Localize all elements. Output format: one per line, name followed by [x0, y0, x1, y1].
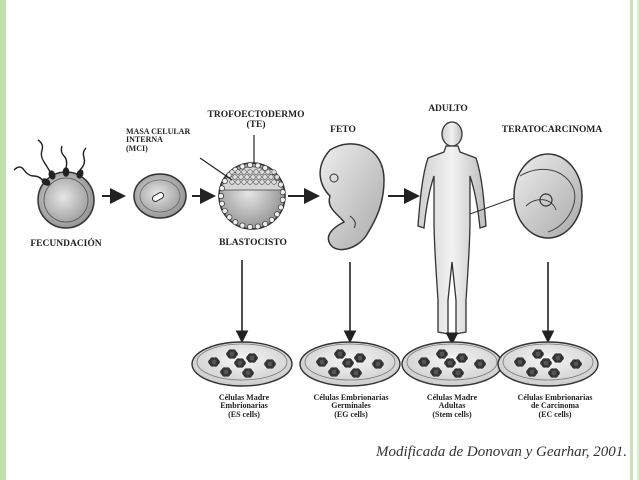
trophectoderm-cells — [218, 162, 286, 230]
teratocarcinoma — [513, 153, 583, 239]
dish-stem-cells — [401, 341, 503, 387]
label-es-cells: Células Madre Embrionarias (ES cells) — [218, 393, 270, 419]
cell-colony — [242, 368, 254, 378]
figure-credit: Modificada de Donovan y Gearhar, 2001. — [376, 444, 627, 460]
cell-colony — [430, 367, 442, 377]
cell-colony — [452, 368, 464, 378]
fertilization-egg — [37, 171, 95, 229]
cell-colony — [264, 359, 276, 369]
cell-colony — [474, 359, 486, 369]
cell-colony — [548, 368, 560, 378]
cell-colony — [526, 367, 538, 377]
label-masa-celular: MASA CELULAR INTERNA (MCI) — [126, 127, 191, 153]
cell-colony — [342, 358, 354, 368]
cell-colony — [350, 368, 362, 378]
label-feto: FETO — [330, 125, 356, 135]
slide-frame-left — [0, 0, 6, 480]
label-trofoectodermo: TROFOECTODERMO (TE) — [207, 110, 305, 130]
adult-to-tumor-line — [469, 195, 521, 215]
cell-colony — [540, 358, 552, 368]
label-teratocarcinoma: TERATOCARCINOMA — [501, 125, 603, 135]
adult-figure — [417, 121, 487, 335]
cell-colony — [316, 357, 328, 367]
cell-colony — [334, 349, 346, 359]
sperm-cells — [13, 139, 87, 186]
cell-colony — [208, 357, 220, 367]
cell-colony — [234, 358, 246, 368]
slide-frame-right — [630, 0, 633, 480]
cell-colony — [418, 357, 430, 367]
label-ec-cells: Células Embrionarias de Carcinoma (EC ce… — [517, 393, 593, 419]
cell-colony — [246, 353, 258, 363]
label-adulto: ADULTO — [428, 104, 468, 114]
cell-colony — [220, 367, 232, 377]
label-blastocisto: BLASTOCISTO — [219, 238, 287, 248]
cell-colony — [354, 353, 366, 363]
cell-colony — [226, 349, 238, 359]
cell-colony — [328, 367, 340, 377]
cell-colony — [514, 357, 526, 367]
cell-colony — [552, 353, 564, 363]
dish-ec-cells — [497, 341, 599, 387]
cell-colony — [570, 359, 582, 369]
slide-frame-right-outer — [637, 0, 639, 480]
cell-colony — [444, 358, 456, 368]
cell-colony — [436, 349, 448, 359]
cell-colony — [372, 359, 384, 369]
label-fecundacion: FECUNDACIÓN — [30, 239, 102, 249]
label-stem-cells: Células Madre Adultas (Stem cells) — [426, 393, 478, 419]
cell-colony — [456, 353, 468, 363]
early-embryo — [133, 173, 187, 219]
fetus — [319, 143, 385, 251]
cell-colony — [532, 349, 544, 359]
label-eg-cells: Células Embrionarias Germinales (EG cell… — [313, 393, 389, 419]
dish-es-cells — [191, 341, 293, 387]
dish-eg-cells — [299, 341, 401, 387]
mci-pointer-line — [199, 157, 233, 181]
